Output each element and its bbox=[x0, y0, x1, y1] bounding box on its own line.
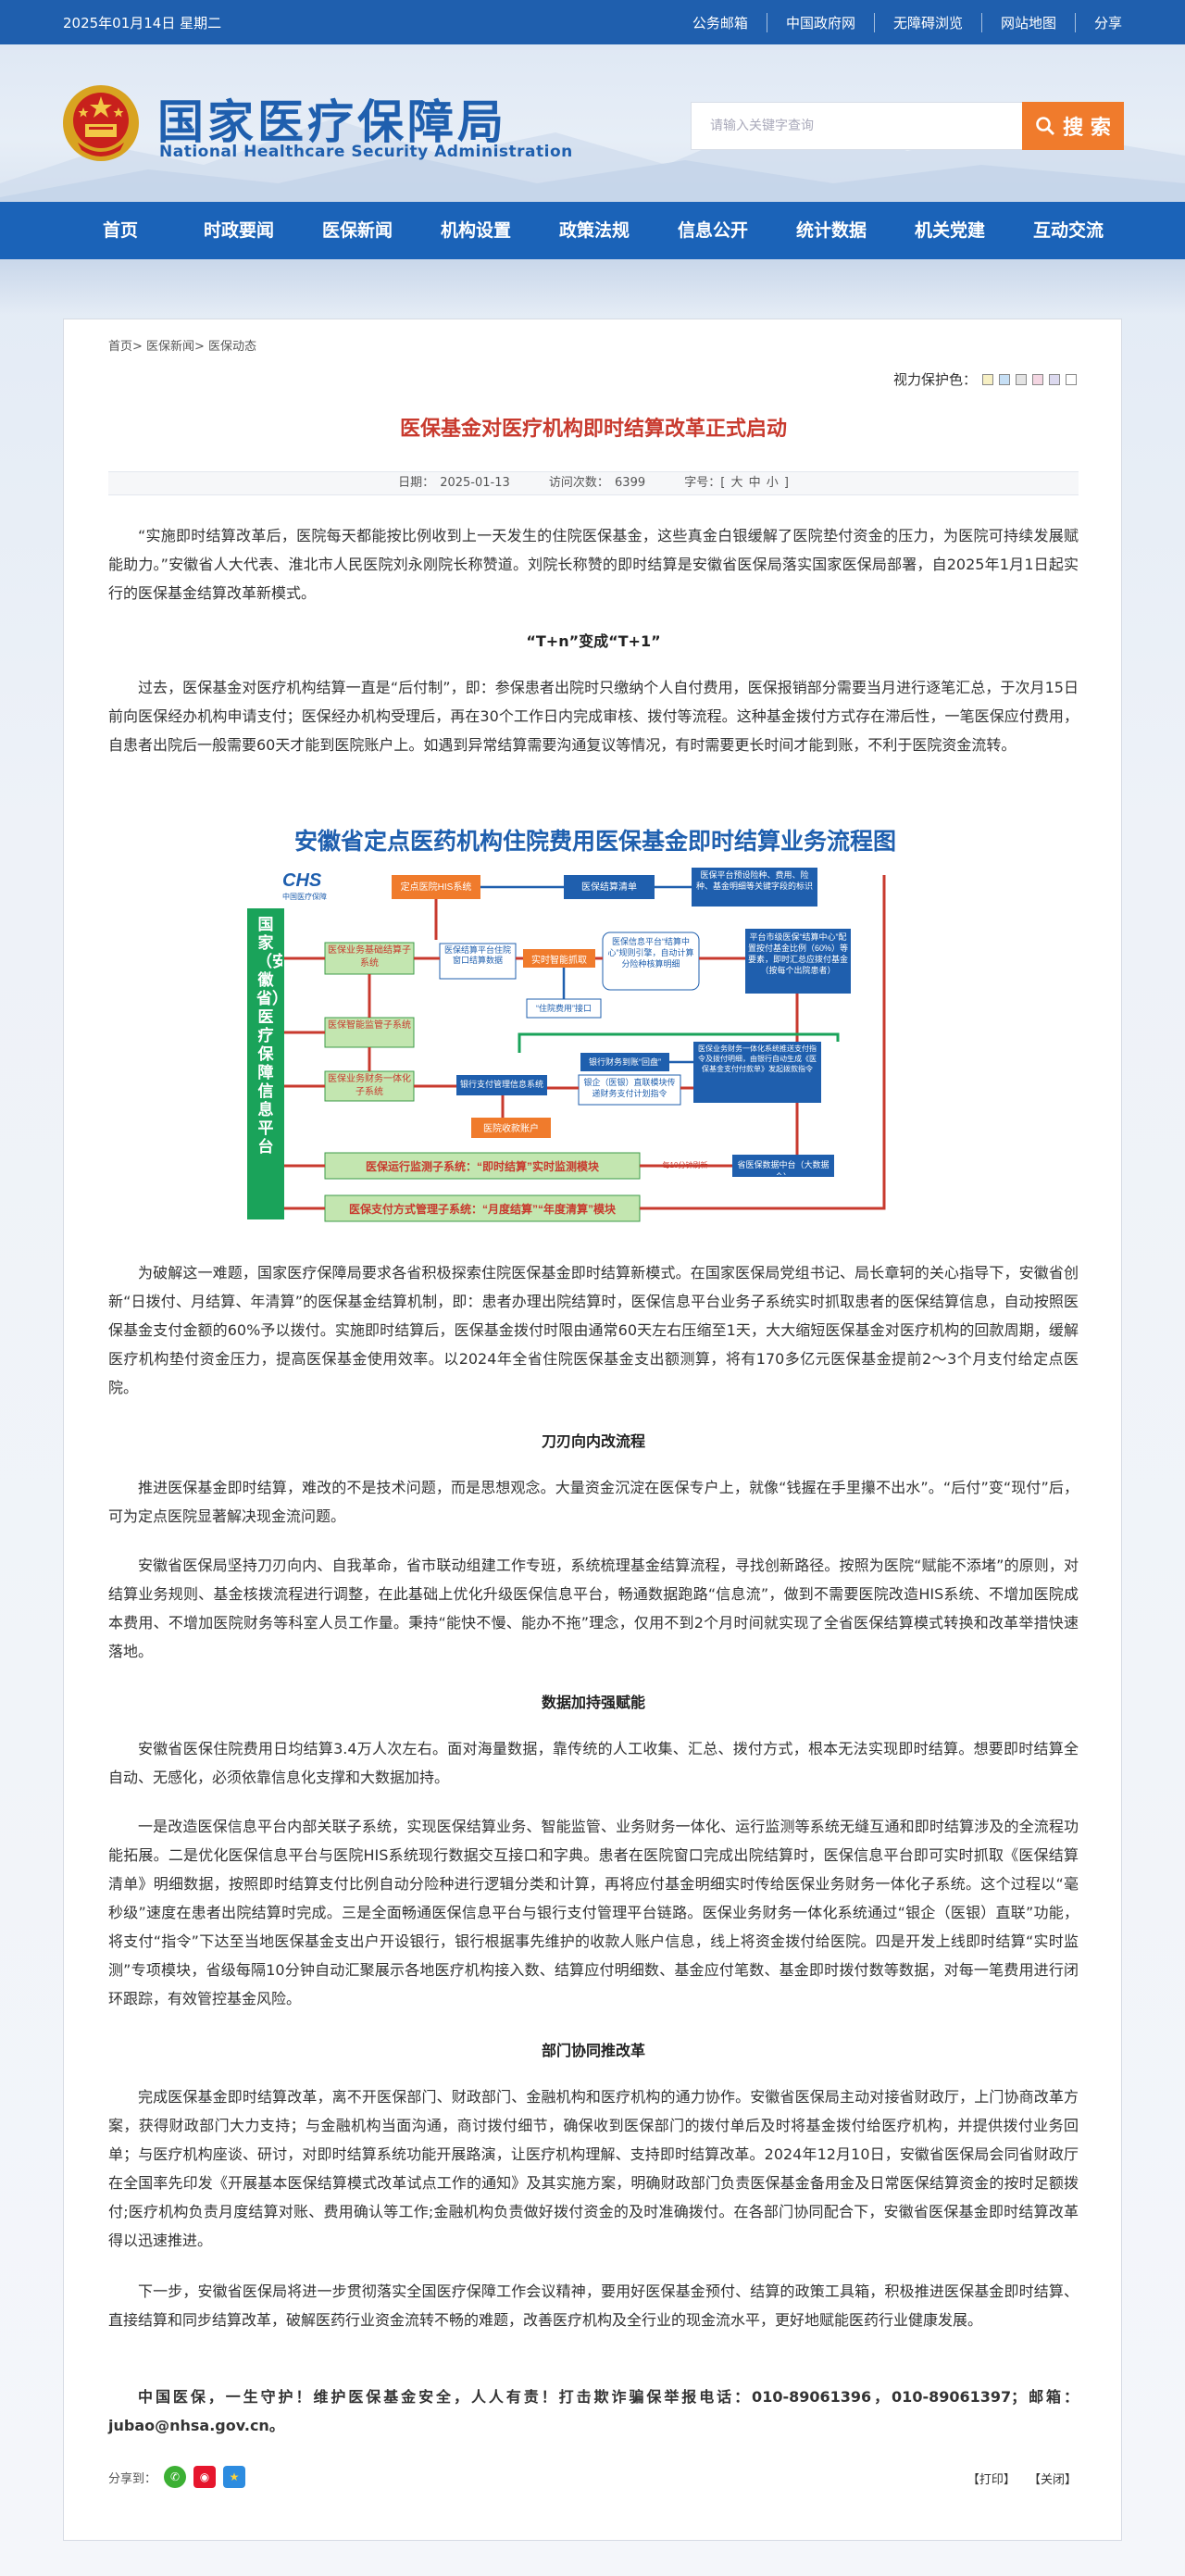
article-title: 医保基金对医疗机构即时结算改革正式启动 bbox=[399, 418, 787, 441]
nav-shadow bbox=[0, 259, 1185, 315]
box-settle-list: 医保结算清单 bbox=[581, 882, 637, 893]
vision-protection: 视力保护色： bbox=[893, 369, 1077, 389]
subheading-1: “T+n”变成“T+1” bbox=[526, 632, 661, 650]
box-send: 医保业务财务一体化系统推送支付指令及拨付明细，由银行自动生成《医保基金支付付款单… bbox=[698, 1044, 817, 1073]
mountain-background bbox=[0, 109, 1185, 202]
paragraph-9: 下一步，安徽省医保局将进一步贯彻落实全国医疗保障工作会议精神，要用好医保基金预付… bbox=[108, 2282, 1079, 2329]
paragraph-1: “实施即时结算改革后，医院每天都能按比例收到上一天发生的住院医保基金，这些真金白… bbox=[108, 527, 1079, 602]
flowchart-image: 安徽省定点医药机构住院费用医保基金即时结算业务流程图 CHS 中国医疗保障 国家… bbox=[245, 819, 945, 1245]
meta-date: 日期： 2025-01-13 bbox=[398, 476, 510, 490]
paragraph-3: 为破解这一难题，国家医疗保障局要求各省积极探索住院医保基金即时结算新模式。在国家… bbox=[108, 1264, 1079, 1396]
site-title[interactable]: 国家医疗保障局 bbox=[157, 94, 507, 149]
box-bank-push: 银行财务到账“回盘” bbox=[589, 1057, 661, 1067]
close-button[interactable]: 【关闭】 bbox=[1028, 2473, 1077, 2487]
flowchart-side-label: 国家（安徽省）医疗保障信息平台 bbox=[256, 916, 282, 1157]
box-api: “住院费用”接口 bbox=[536, 1004, 592, 1013]
subheading-2: 刀刃向内改流程 bbox=[541, 1432, 645, 1450]
paragraph-5: 安徽省医保局坚持刀刃向内、自我革命，省市联动组建工作专班，系统梳理基金结算流程，… bbox=[108, 1557, 1079, 1660]
box-window: 医保结算平台住院窗口结算数据 bbox=[443, 945, 511, 965]
link-accessibility[interactable]: 无障碍浏览 bbox=[873, 13, 981, 32]
link-gov[interactable]: 中国政府网 bbox=[766, 13, 874, 32]
wechat-icon[interactable]: ✆ bbox=[164, 2466, 187, 2488]
search-button-label: 搜 索 bbox=[1063, 117, 1111, 140]
paragraph-2: 过去，医保基金对医疗机构结算一直是“后付制”，即：参保患者出院时只缴纳个人自付费… bbox=[108, 679, 1079, 754]
color-swatch-blue[interactable] bbox=[999, 373, 1010, 385]
box-auto-pay: 平台市级医保“结算中心”配置按付基金比例（60%）等要素，即时汇总应拨付基金（按… bbox=[748, 932, 848, 975]
box-hospital-account: 医院收款账户 bbox=[483, 1124, 539, 1134]
nav-statistics[interactable]: 统计数据 bbox=[795, 220, 867, 241]
box-bank-direct: 银企（医银）直联模块传递财务支付计划指令 bbox=[583, 1078, 676, 1098]
share-bar: 分享到： ✆ ◉ ★ bbox=[108, 2466, 246, 2488]
nav-organization[interactable]: 机构设置 bbox=[440, 220, 511, 241]
nav-news[interactable]: 医保新闻 bbox=[321, 220, 393, 241]
site-header: 国家医疗保障局 National Healthcare Security Adm… bbox=[0, 44, 1185, 202]
paragraph-6: 安徽省医保住院费用日均结算3.4万人次左右。面对海量数据，靠传统的人工收集、汇总… bbox=[108, 1740, 1079, 1786]
search-input[interactable]: 请输入关键字查询 bbox=[691, 102, 1022, 150]
top-bar: 2025年01月14日 星期二 公务邮箱 中国政府网 无障碍浏览 网站地图 分享 bbox=[0, 0, 1185, 44]
article-meta: 日期： 2025-01-13 访问次数： 6399 字号：[ 大 中 小 ] bbox=[108, 471, 1079, 495]
search-button[interactable]: 搜 索 bbox=[1022, 102, 1124, 150]
color-swatch-purple[interactable] bbox=[1049, 373, 1060, 385]
color-swatch-yellow[interactable] bbox=[982, 373, 993, 385]
weibo-icon[interactable]: ◉ bbox=[193, 2466, 217, 2488]
box-realtime: 实时智能抓取 bbox=[531, 956, 587, 966]
article-card: 首页> 医保新闻> 医保动态 视力保护色： 医保基金对医疗机构即时结算改革正式启… bbox=[63, 319, 1122, 2541]
paragraph-7: 一是改造医保信息平台内部关联子系统，实现医保结算业务、智能监管、业务财务一体化、… bbox=[108, 1818, 1079, 2007]
box-platform-fields: 医保平台预设险种、费用、险种、基金明细等关键字段的标识 bbox=[695, 870, 813, 891]
top-links: 公务邮箱 中国政府网 无障碍浏览 网站地图 分享 bbox=[674, 13, 1122, 32]
color-swatch-white[interactable] bbox=[1066, 373, 1077, 385]
box-run-monitor: 医保运行监测子系统：“即时结算”实时监测模块 bbox=[365, 1160, 599, 1173]
box-data-center: 省医保数据中台（大数据仓） bbox=[737, 1160, 830, 1175]
subheading-3: 数据加持强赋能 bbox=[541, 1694, 645, 1711]
subheading-4: 部门协同推改革 bbox=[541, 2042, 645, 2059]
meta-visits: 访问次数： 6399 bbox=[548, 476, 646, 490]
box-his: 定点医院HIS系统 bbox=[400, 882, 472, 893]
paragraph-4: 推进医保基金即时结算，难改的不是技术问题，而是思想观念。大量资金沉淀在医保专户上… bbox=[108, 1479, 1079, 1525]
share-label: 分享到： bbox=[108, 2471, 157, 2486]
box-finance-sub: 医保业务财务一体化子系统 bbox=[328, 1074, 411, 1097]
national-emblem-icon[interactable] bbox=[61, 83, 141, 163]
color-swatch-pink[interactable] bbox=[1032, 373, 1043, 385]
nav-politics[interactable]: 时政要闻 bbox=[203, 220, 274, 241]
breadcrumb[interactable]: 首页> 医保新闻> 医保动态 bbox=[108, 340, 257, 354]
article-actions: 【打印】 【关闭】 bbox=[958, 2470, 1077, 2487]
flowchart-logo-sub: 中国医疗保障 bbox=[282, 892, 327, 901]
vision-label: 视力保护色： bbox=[892, 371, 977, 388]
box-logic: 医保信息平台“结算中心”规则引擎，自动计算分险种核算明细 bbox=[607, 937, 694, 969]
box-biz-sub: 医保业务基础结算子系统 bbox=[328, 945, 411, 969]
print-button[interactable]: 【打印】 bbox=[967, 2473, 1016, 2487]
site-subtitle: National Healthcare Security Administrat… bbox=[159, 143, 573, 161]
paragraph-10-hotline: 中国医保，一生守护！维护医保基金安全，人人有责！打击欺诈骗保举报电话：010-8… bbox=[108, 2388, 1079, 2434]
current-date: 2025年01月14日 星期二 bbox=[63, 15, 222, 31]
flowchart-title: 安徽省定点医药机构住院费用医保基金即时结算业务流程图 bbox=[294, 828, 896, 855]
nav-party[interactable]: 机关党建 bbox=[914, 220, 985, 241]
nav-interaction[interactable]: 互动交流 bbox=[1032, 220, 1104, 241]
meta-font-size[interactable]: 字号：[ 大 中 小 ] bbox=[684, 476, 789, 490]
color-swatch-gray[interactable] bbox=[1016, 373, 1027, 385]
box-pay-mode: 医保支付方式管理子系统：“月度结算”“年度清算”模块 bbox=[348, 1203, 616, 1216]
paragraph-8: 完成医保基金即时结算改革，离不开医保部门、财政部门、金融机构和医疗机构的通力协作… bbox=[108, 2088, 1079, 2249]
search-icon bbox=[1036, 117, 1055, 135]
qzone-icon[interactable]: ★ bbox=[223, 2466, 246, 2488]
nav-disclosure[interactable]: 信息公开 bbox=[677, 220, 748, 241]
link-share[interactable]: 分享 bbox=[1074, 13, 1122, 32]
nav-policy[interactable]: 政策法规 bbox=[558, 220, 630, 241]
link-sitemap[interactable]: 网站地图 bbox=[980, 13, 1075, 32]
flowchart-logo: CHS bbox=[282, 870, 322, 891]
link-mail[interactable]: 公务邮箱 bbox=[692, 15, 748, 31]
main-nav: 首页 时政要闻 医保新闻 机构设置 政策法规 信息公开 统计数据 机关党建 互动… bbox=[0, 202, 1185, 259]
box-monitor-sub: 医保智能监管子系统 bbox=[328, 1020, 411, 1031]
nav-home[interactable]: 首页 bbox=[102, 220, 138, 241]
box-bank-platform: 银行支付管理信息系统 bbox=[459, 1080, 543, 1089]
